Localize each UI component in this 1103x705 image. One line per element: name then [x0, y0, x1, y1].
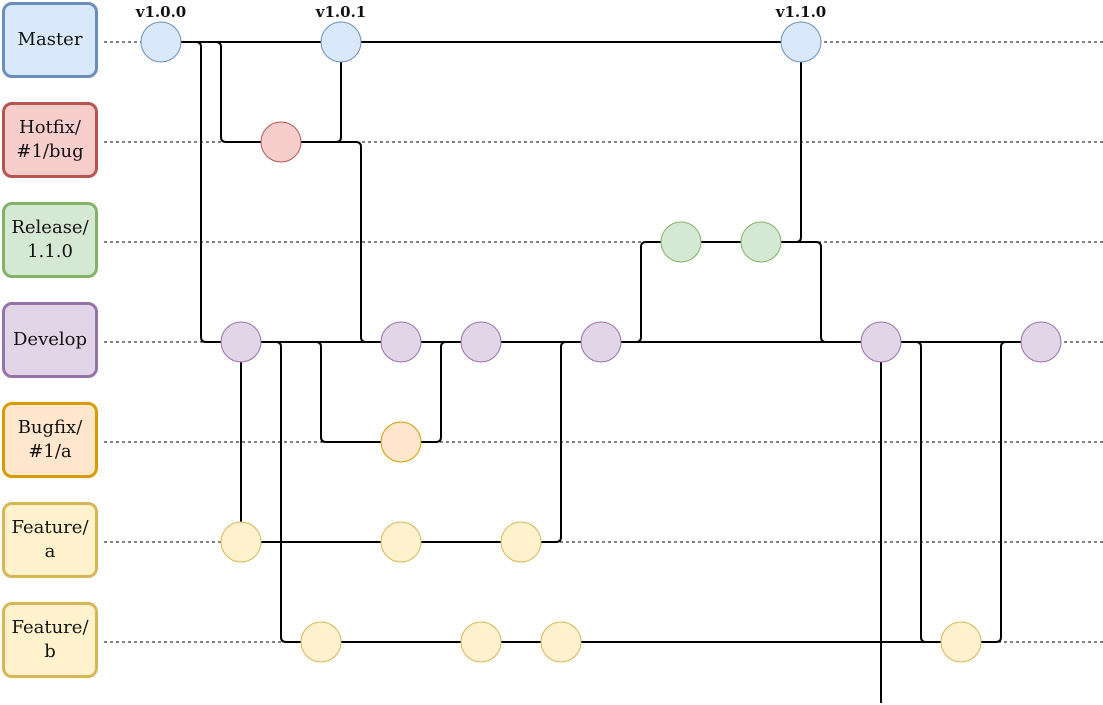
- lane-label-feature-b: Feature/ b: [2, 602, 98, 678]
- develop-to-bugfix: [261, 341, 381, 443]
- commit-node-develop-7: [380, 321, 422, 363]
- develop-to-release: [621, 241, 661, 343]
- commit-node-develop-8: [460, 321, 502, 363]
- feature-b-to-develop: [981, 341, 1021, 643]
- commit-node-feature-a-13: [220, 521, 262, 563]
- commit-node-feature-a-14: [380, 521, 422, 563]
- lane-label-release: Release/ 1.1.0: [2, 202, 98, 278]
- commit-node-feature-b-19: [940, 621, 982, 663]
- release-to-master: [781, 62, 802, 243]
- tag-v1-0-0: v1.0.0: [135, 3, 187, 21]
- commit-node-release-4: [660, 221, 702, 263]
- release-to-develop: [781, 241, 861, 343]
- commit-node-develop-11: [1020, 321, 1062, 363]
- develop-to-feature-b: [261, 341, 301, 643]
- lane-label-bugfix: Bugfix/ #1/a: [2, 402, 98, 478]
- commit-node-hotfix-3: [260, 121, 302, 163]
- commit-node-bugfix-12: [380, 421, 422, 463]
- commit-node-release-5: [740, 221, 782, 263]
- commit-node-master-0: [140, 21, 182, 63]
- commit-node-feature-a-15: [500, 521, 542, 563]
- commit-node-develop-6: [220, 321, 262, 363]
- commit-node-feature-b-17: [460, 621, 502, 663]
- master-to-hotfix: [201, 41, 261, 143]
- master-to-develop: [181, 41, 221, 343]
- develop-to-feature-b-late: [901, 341, 941, 643]
- bugfix-to-develop: [421, 341, 461, 443]
- lane-label-master: Master: [2, 2, 98, 78]
- commit-node-master-1: [320, 21, 362, 63]
- commit-node-feature-b-16: [300, 621, 342, 663]
- branch-connectors: [181, 41, 1021, 703]
- commit-node-master-2: [780, 21, 822, 63]
- tag-v1-1-0: v1.1.0: [775, 3, 827, 21]
- commit-node-develop-9: [580, 321, 622, 363]
- commit-nodes: [140, 21, 1062, 663]
- lane-label-develop: Develop: [2, 302, 98, 378]
- lane-label-hotfix: Hotfix/ #1/bug: [2, 102, 98, 178]
- hotfix-to-master: [301, 62, 342, 143]
- lane-label-feature-a: Feature/ a: [2, 502, 98, 578]
- tag-v1-0-1: v1.0.1: [315, 3, 367, 21]
- feature-a-to-develop: [541, 341, 581, 543]
- commit-node-develop-10: [860, 321, 902, 363]
- commit-node-feature-b-18: [540, 621, 582, 663]
